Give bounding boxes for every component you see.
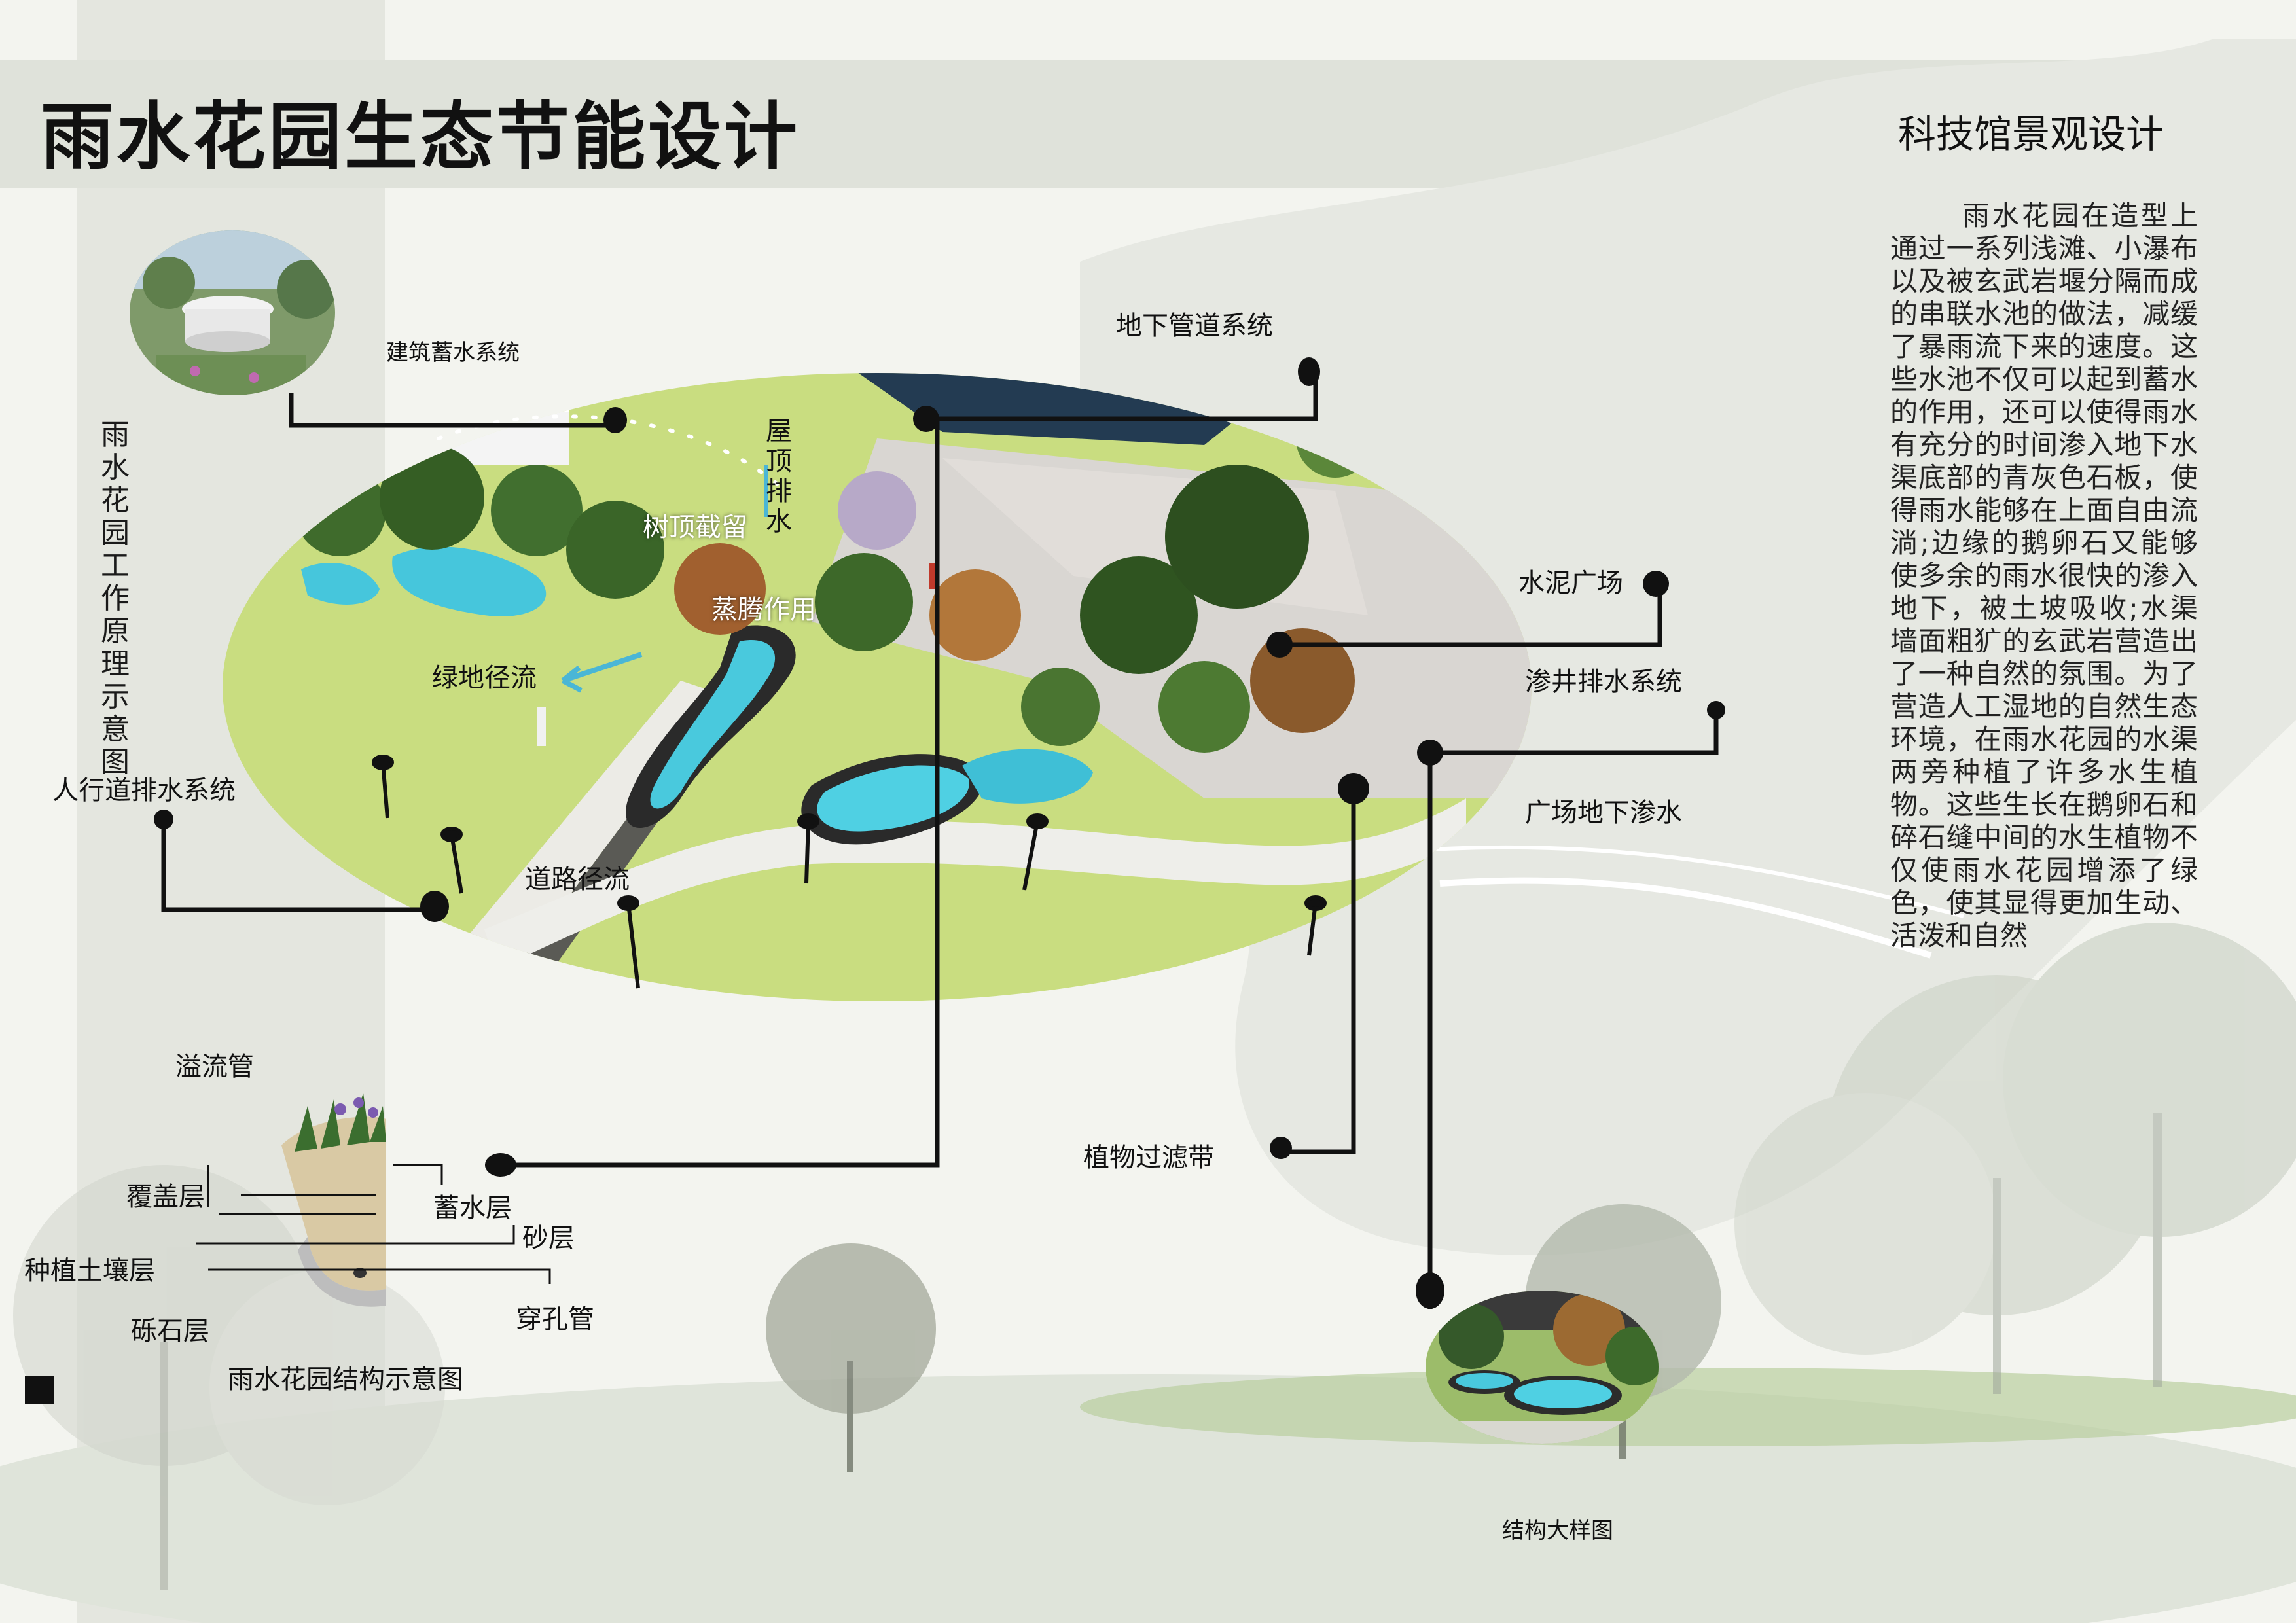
leader-dot — [1270, 1137, 1292, 1159]
plan-pool — [301, 563, 380, 605]
leader-dot — [420, 891, 449, 922]
black-square-marker — [25, 1376, 54, 1404]
label-sidewalk-drain: 人行道排水系统 — [52, 776, 236, 806]
leader-cement-plaza — [1280, 584, 1662, 647]
label-evaporation: 蒸腾作用 — [711, 595, 816, 625]
detail-image — [1426, 1291, 1659, 1444]
leader-seepage-well — [1430, 710, 1719, 755]
background-map-shape — [1080, 39, 2296, 1256]
plan-basalt-pool — [817, 765, 969, 832]
leader-dot — [1266, 632, 1293, 658]
leader-sidewalk-drain — [161, 819, 435, 912]
leader-dot — [1338, 773, 1369, 804]
structure-caption: 雨水花园结构示意图 — [228, 1364, 463, 1395]
description-paragraph: 雨水花园在造型上通过一系列浅滩、小瀑布以及被玄武岩堰分隔而成的串联水池的做法，减… — [1890, 200, 2198, 952]
leader-building-storage — [289, 393, 618, 428]
grass-strip — [1080, 1368, 2296, 1446]
page-title: 雨水花园生态节能设计 — [41, 95, 800, 180]
label-plaza-infiltration: 广场地下渗水 — [1525, 798, 1682, 828]
plan-pool — [392, 546, 547, 616]
leader-dot — [1643, 571, 1669, 597]
plan-pool — [962, 749, 1093, 804]
label-storage-layer: 蓄水层 — [433, 1193, 512, 1223]
background-trees — [13, 923, 2296, 1590]
label-seepage-well: 渗井排水系统 — [1525, 667, 1682, 697]
page-subtitle: 科技馆景观设计 — [1898, 112, 2164, 156]
leader-dot — [154, 810, 173, 829]
diagram-vertical-title: 雨水花园工作原理示意图 — [101, 418, 130, 779]
leader-dot — [1416, 1272, 1444, 1309]
label-cover-layer: 覆盖层 — [126, 1182, 205, 1212]
plan-flow-arrow — [562, 652, 643, 683]
leader-dot — [913, 406, 939, 432]
structure-diagram — [196, 1093, 551, 1307]
leader-dot — [1707, 701, 1725, 719]
label-planting-soil: 种植土壤层 — [24, 1256, 155, 1286]
label-cement-plaza: 水泥广场 — [1518, 568, 1623, 598]
detail-caption: 结构大样图 — [1502, 1518, 1613, 1544]
label-roof-drain: 屋顶排水 — [766, 416, 792, 537]
label-building-storage: 建筑蓄水系统 — [386, 340, 520, 366]
plan-flow-arrow — [561, 665, 583, 693]
plan-channel-water — [650, 640, 776, 809]
leader-dot — [485, 1153, 516, 1177]
label-sand-layer: 砂层 — [522, 1223, 575, 1253]
plan-pins — [372, 755, 1327, 989]
label-perforated-pipe: 穿孔管 — [516, 1304, 594, 1334]
leader-dot — [603, 407, 627, 433]
label-canopy-intercept: 树顶截留 — [643, 512, 747, 543]
background-road-line — [1439, 877, 1932, 959]
background-road-line — [1407, 845, 1964, 918]
section-flowers — [334, 1097, 378, 1118]
leader-dot — [1298, 357, 1320, 386]
leader-structure — [501, 419, 940, 1168]
leader-underground-pipe — [926, 372, 1318, 421]
label-underground-pipe: 地下管道系统 — [1116, 311, 1273, 341]
leader-dot — [1417, 740, 1443, 766]
label-green-runoff: 绿地径流 — [432, 663, 537, 693]
leader-plant-filter — [1281, 789, 1356, 1154]
section-soil — [281, 1116, 386, 1291]
plan-person — [537, 707, 546, 746]
label-road-runoff: 道路径流 — [525, 865, 630, 895]
plan-curved-walkway — [484, 798, 1466, 969]
label-gravel-layer: 砾石层 — [131, 1316, 209, 1346]
label-overflow-pipe: 溢流管 — [175, 1052, 254, 1082]
label-plant-filter: 植物过滤带 — [1083, 1143, 1214, 1173]
detail-thumbnail — [1426, 1291, 1659, 1444]
structure-leaders — [196, 1164, 551, 1284]
